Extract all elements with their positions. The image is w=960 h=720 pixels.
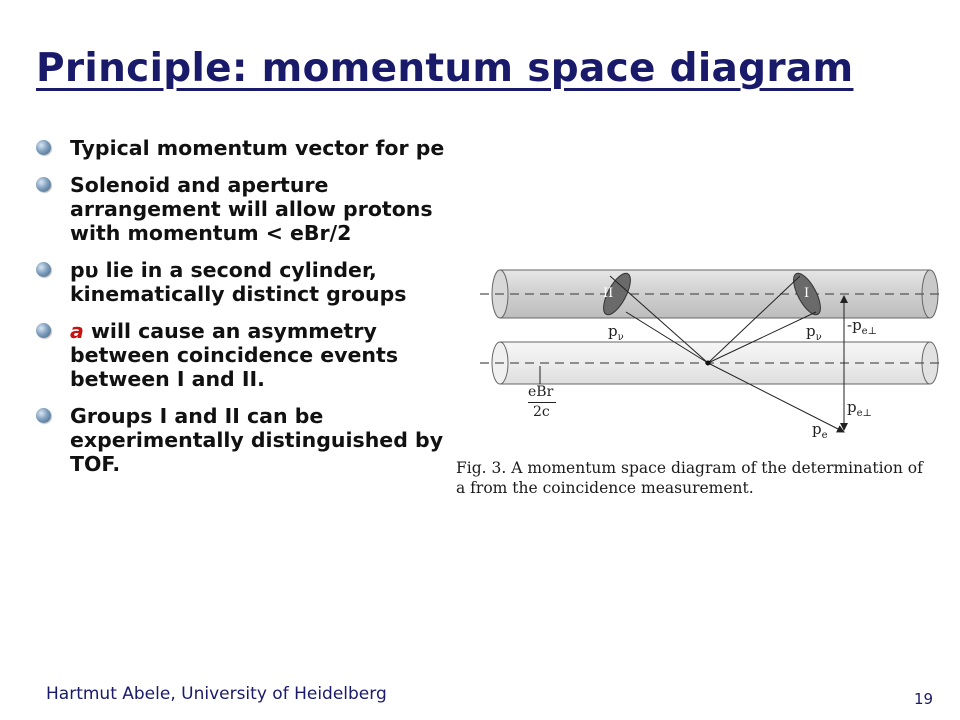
bullet-text: Solenoid and aperture arrangement will a…	[70, 173, 433, 245]
figure-caption: Fig. 3. A momentum space diagram of the …	[456, 459, 923, 497]
bullet-list: Typical momentum vector for pe Solenoid …	[36, 136, 456, 489]
group-I-label: I	[804, 286, 810, 301]
radius-numerator: eBr	[528, 384, 554, 400]
momentum-diagram	[480, 269, 940, 433]
bullet-icon	[36, 177, 51, 192]
group-II-label: II	[603, 286, 614, 301]
bullet-icon	[36, 408, 51, 423]
bullet-icon	[36, 323, 51, 338]
bullet-item: Solenoid and aperture arrangement will a…	[36, 173, 456, 245]
momentum-space-figure: II I pν pν -pe⊥ pe⊥ pe eBr 2c Fig. 3. A …	[440, 262, 940, 506]
bullet-item: pυ lie in a second cylinder, kinematical…	[36, 258, 456, 306]
bullet-icon	[36, 140, 51, 155]
bullet-text: pυ lie in a second cylinder, kinematical…	[70, 258, 407, 306]
lower-cylinder	[480, 341, 940, 385]
page-number: 19	[914, 690, 934, 708]
p-nu-right-label: pν	[806, 322, 822, 343]
origin-point	[705, 360, 711, 366]
pe-label: pe	[812, 420, 828, 441]
fraction-bar	[528, 402, 556, 403]
bullet-item: Typical momentum vector for pe	[36, 136, 456, 160]
bullet-text: Groups I and II can be experimentally di…	[70, 404, 444, 476]
bullet-icon	[36, 262, 51, 277]
momentum-vectors	[539, 275, 848, 433]
group-I-region	[793, 272, 821, 316]
asymmetry-symbol: a	[70, 319, 84, 343]
bullet-item: Groups I and II can be experimentally di…	[36, 404, 456, 476]
bullet-text: will cause an asymmetry between coincide…	[70, 319, 399, 391]
slide-title: Principle: momentum space diagram	[36, 46, 854, 91]
upper-cylinder	[480, 269, 940, 319]
pe-perp-label: pe⊥	[847, 398, 872, 419]
group-II-region	[603, 272, 631, 316]
bullet-text: Typical momentum vector for pe	[70, 136, 445, 160]
minus-pe-perp-label: -pe⊥	[847, 316, 877, 337]
radius-denominator: 2c	[533, 404, 550, 420]
footer-author: Hartmut Abele, University of Heidelberg	[46, 684, 387, 704]
p-nu-left-label: pν	[608, 322, 624, 343]
bullet-item: a will cause an asymmetry between coinci…	[36, 319, 456, 391]
